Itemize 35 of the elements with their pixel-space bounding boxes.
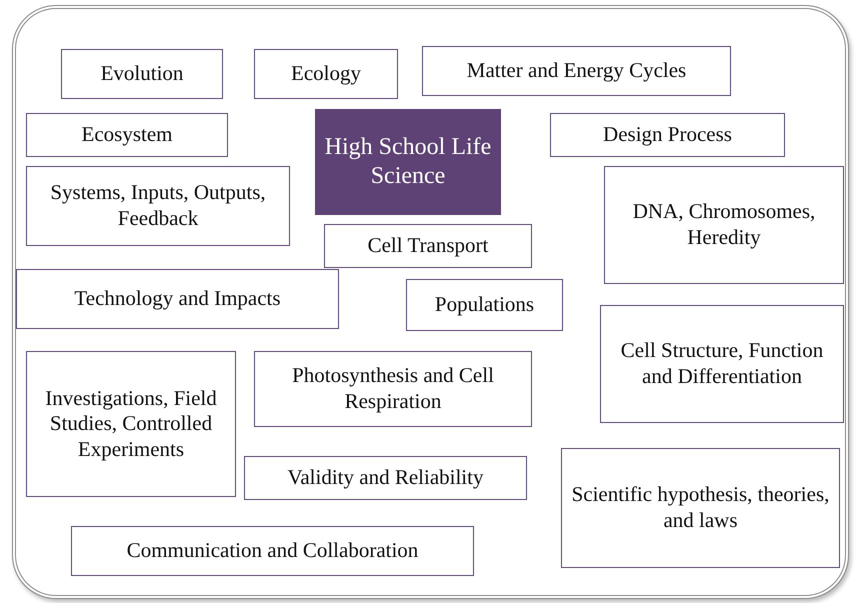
topic-label: Systems, Inputs, Outputs, Feedback bbox=[49, 180, 267, 232]
central-topic-box bbox=[315, 109, 501, 215]
topic-label: Investigations, Field Studies, Controlled Experiments bbox=[44, 386, 218, 462]
topic-label: Photosynthesis and Cell Respiration bbox=[291, 363, 495, 415]
topic-label: Design Process bbox=[603, 122, 732, 148]
topic-label: Technology and Impacts bbox=[74, 286, 281, 312]
topic-box bbox=[550, 113, 785, 157]
topic-label: Populations bbox=[434, 292, 534, 318]
topic-label: Validity and Reliability bbox=[288, 465, 484, 491]
topic-label: Cell Transport bbox=[368, 233, 488, 259]
topic-label: Communication and Collaboration bbox=[126, 538, 418, 564]
topic-label: Ecology bbox=[291, 61, 361, 87]
topic-box bbox=[16, 269, 339, 329]
topic-box bbox=[422, 46, 731, 96]
topic-box bbox=[600, 305, 844, 423]
topic-box bbox=[324, 224, 532, 268]
topic-box bbox=[71, 526, 474, 576]
topic-label: Scientific hypothesis, theories, and laws bbox=[570, 482, 830, 534]
rounded-frame bbox=[12, 5, 849, 599]
topic-box bbox=[254, 351, 532, 427]
topic-box bbox=[26, 351, 236, 497]
topic-box bbox=[254, 49, 398, 99]
topic-label: Matter and Energy Cycles bbox=[466, 58, 686, 84]
topic-label: High School Life Science bbox=[324, 132, 492, 191]
topic-box bbox=[26, 113, 228, 157]
topic-label: Ecosystem bbox=[82, 122, 172, 148]
topic-box bbox=[61, 49, 223, 99]
topic-box bbox=[244, 456, 527, 500]
topic-label: Evolution bbox=[100, 61, 184, 87]
topic-box bbox=[561, 448, 840, 568]
topic-label: DNA, Chromosomes, Heredity bbox=[632, 199, 816, 251]
topic-box bbox=[26, 166, 290, 246]
topic-box bbox=[406, 279, 563, 331]
topic-box bbox=[604, 166, 844, 284]
topic-label: Cell Structure, Function and Differentiation bbox=[620, 338, 824, 390]
